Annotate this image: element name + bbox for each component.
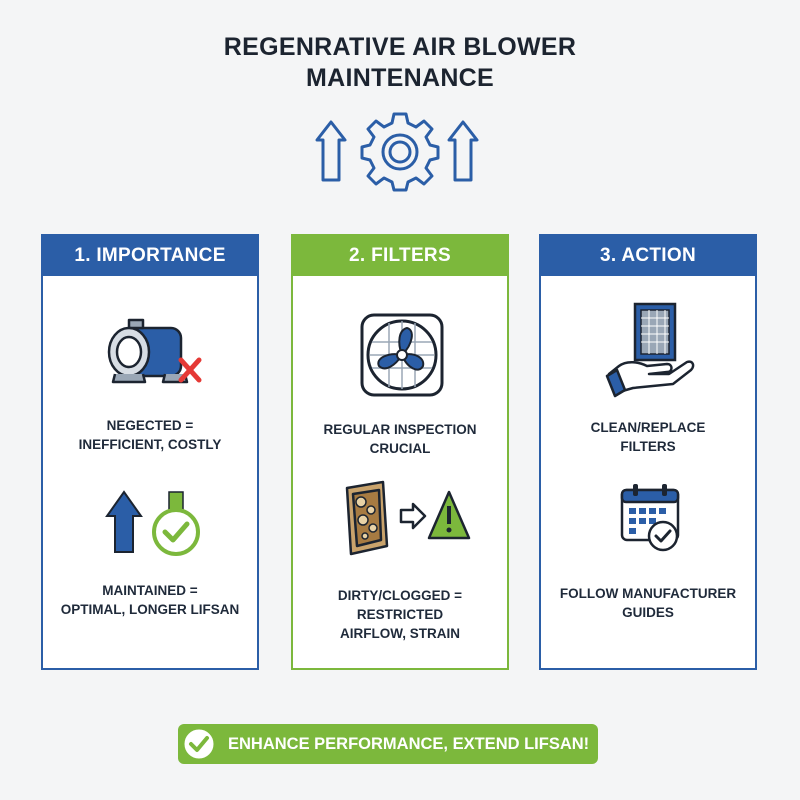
card-header: 3. ACTION	[541, 236, 755, 276]
card-filters: 2. FILTERS REGULAR INSPECTION CRUCIAL	[291, 234, 509, 670]
title-line-2: MAINTENANCE	[305, 64, 495, 92]
check-circle-icon	[181, 726, 217, 762]
title-line-1: REGENRATIVE AIR BLOWER	[223, 33, 577, 61]
caption-neglected: NEGECTED = INEFFICIENT, COSTLY	[78, 418, 222, 452]
banner-text: ENHANCE PERFORMANCE, EXTEND LIFSAN!	[228, 735, 590, 753]
card-action: 3. ACTION CLEAN/REPLACE FILTERS FOLLOW M…	[539, 234, 757, 670]
dirty-filter-warning-icon	[345, 480, 471, 556]
up-arrow-with-check-icon	[105, 490, 200, 556]
caption-clean-replace: CLEAN/REPLACE FILTERS	[590, 420, 706, 454]
calendar-check-icon	[620, 484, 680, 552]
caption-follow-guides: FOLLOW MANUFACTURER GUIDES	[559, 586, 737, 620]
caption-maintained: MAINTAINED = OPTIMAL, LONGER LIFSAN	[60, 583, 240, 617]
fan-icon	[360, 313, 444, 397]
blower-with-red-x-icon	[107, 318, 202, 384]
card-header: 1. IMPORTANCE	[43, 236, 257, 276]
hand-holding-filter-icon	[605, 302, 695, 398]
caption-inspection: REGULAR INSPECTION CRUCIAL	[323, 422, 477, 456]
page-title: REGENRATIVE AIR BLOWER MAINTENANCE	[0, 32, 800, 94]
summary-banner: ENHANCE PERFORMANCE, EXTEND LIFSAN!	[178, 724, 598, 764]
gear-with-up-arrows-icon	[315, 112, 479, 192]
card-header: 2. FILTERS	[293, 236, 507, 276]
card-importance: 1. IMPORTANCE NEGECTED = INEFFICIENT, CO…	[41, 234, 259, 670]
caption-dirty: DIRTY/CLOGGED = RESTRICTED AIRFLOW, STRA…	[337, 588, 463, 641]
